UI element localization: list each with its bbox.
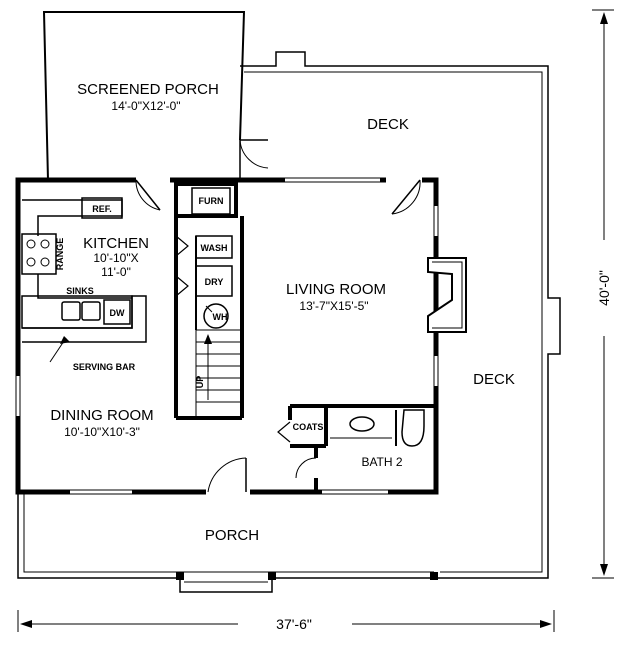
fireplace: [427, 257, 467, 333]
kitchen-label: KITCHEN: [83, 235, 149, 252]
deck-top-label: DECK: [367, 116, 409, 133]
fixture-labels: REF. RANGE SINKS DW SERVING BAR FURN WAS…: [55, 196, 323, 432]
interior-walls: [174, 180, 436, 492]
bath-label: BATH 2: [361, 455, 402, 469]
screened-porch-outline: [42, 11, 269, 181]
living-room-size: 13'-7"X15'-5": [299, 299, 368, 313]
dw-label: DW: [110, 308, 125, 318]
sinks-label: SINKS: [66, 286, 94, 296]
screened-porch-size: 14'-0"X12'-0": [111, 99, 180, 113]
porch-label: PORCH: [205, 527, 259, 544]
ref-label: REF.: [92, 204, 112, 214]
range-label: RANGE: [55, 238, 65, 271]
porch-outline: [17, 492, 440, 593]
dining-room-label: DINING ROOM: [50, 407, 153, 424]
dining-room-size: 10'-10"X10'-3": [64, 425, 140, 439]
dimension-lines: [17, 9, 614, 632]
depth-dimension: 40'-0": [596, 270, 612, 306]
width-dimension: 37'-6": [276, 616, 312, 632]
screened-porch-label: SCREENED PORCH: [77, 81, 219, 98]
dry-label: DRY: [205, 277, 224, 287]
living-room-label: LIVING ROOM: [286, 281, 386, 298]
room-labels: SCREENED PORCH 14'-0"X12'-0" DECK DECK K…: [50, 81, 515, 544]
deck-outline: [240, 51, 561, 579]
kitchen-size-2: 11'-0": [101, 265, 131, 279]
coats-label: COATS: [293, 422, 324, 432]
wash-label: WASH: [201, 243, 228, 253]
wh-label: WH: [213, 312, 228, 322]
dimension-labels: 37'-6" 40'-0": [276, 270, 612, 632]
house-exterior-walls: [14, 176, 440, 496]
serving-bar-label: SERVING BAR: [73, 362, 136, 372]
kitchen-counters: [21, 197, 147, 363]
furn-label: FURN: [199, 196, 224, 206]
stairs: [195, 329, 242, 418]
up-label: UP: [195, 376, 205, 389]
kitchen-size-1: 10'-10"X: [93, 251, 138, 265]
deck-right-label: DECK: [473, 371, 515, 388]
